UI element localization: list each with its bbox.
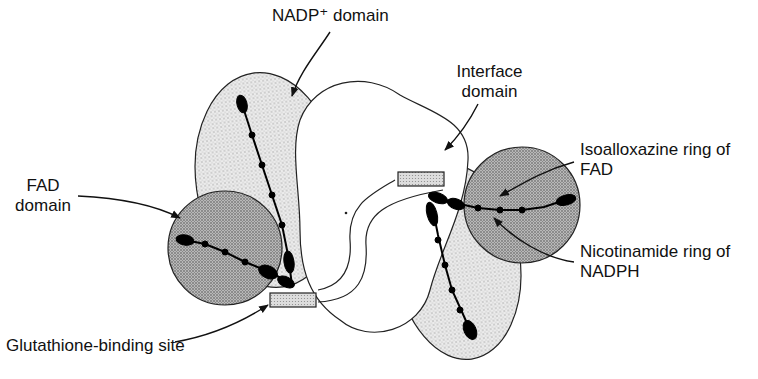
fad-domain — [168, 191, 282, 305]
annotation-label: Interface domain — [442, 62, 537, 102]
annotation-label: NADP⁺ domain — [272, 6, 422, 26]
fad-domain — [464, 147, 580, 263]
nadph-cofactor — [424, 201, 480, 341]
nadph-cofactor — [235, 94, 296, 285]
fad-cofactor — [427, 190, 577, 213]
fad-cofactor — [175, 234, 296, 291]
annotation-label: Glutathione-binding site — [6, 336, 246, 356]
annotation-label: Nicotinamide ring of NADPH — [580, 242, 752, 282]
leader-arrow — [78, 32, 574, 342]
glutathione-site — [270, 293, 316, 307]
channel-wall — [318, 180, 395, 290]
annotation-label: FAD domain — [8, 176, 78, 216]
annotation-label: Isoalloxazine ring of FAD — [580, 140, 752, 180]
glutathione-site — [398, 172, 444, 186]
interface-domain — [296, 81, 469, 332]
channel-wall — [318, 190, 443, 302]
